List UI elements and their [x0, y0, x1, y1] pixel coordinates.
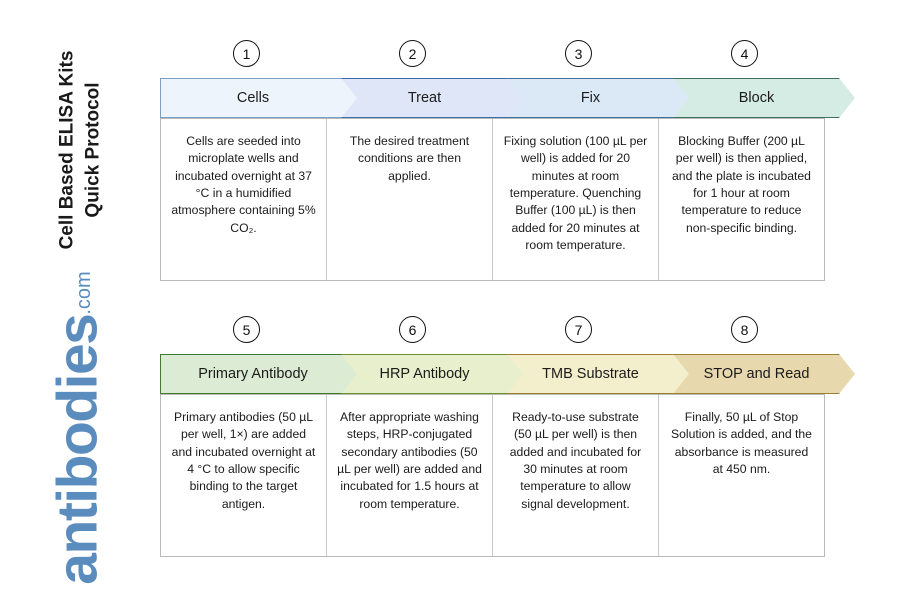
step-description-cell-4: Blocking Buffer (200 µL per well) is the…	[659, 119, 824, 280]
step-number-strip-2: 5 6 7 8	[160, 316, 840, 354]
step-number-5: 5	[233, 316, 260, 343]
step-chevron-label-4: Block	[738, 90, 775, 106]
brand-logo-wordmark: antibodies	[45, 314, 109, 585]
step-number-strip-1: 1 2 3 4	[160, 40, 840, 78]
step-description-text-7: Ready-to-use substrate (50 µL per well) …	[509, 410, 642, 511]
step-chevron-2[interactable]: Treat	[326, 78, 523, 118]
step-number-1: 1	[233, 40, 260, 67]
step-number-4: 4	[731, 40, 758, 67]
chevron-strip-1: Cells Treat Fix Block	[160, 78, 850, 118]
step-description-text-3: Fixing solution (100 µL per well) is add…	[503, 134, 648, 252]
step-number-8: 8	[731, 316, 758, 343]
step-description-cell-2: The desired treatment conditions are the…	[327, 119, 493, 280]
protocol-flow-row-1: 1 2 3 4 Cells Treat Fix Block Cells are seeded…	[160, 40, 850, 281]
step-chevron-label-7: TMB Substrate	[542, 366, 639, 382]
step-description-cell-7: Ready-to-use substrate (50 µL per well) …	[493, 395, 659, 556]
step-description-text-2: The desired treatment conditions are the…	[349, 134, 470, 183]
step-description-cell-3: Fixing solution (100 µL per well) is add…	[493, 119, 659, 280]
step-description-text-5: Primary antibodies (50 µL per well, 1×) …	[171, 410, 316, 511]
step-description-text-6: After appropriate washing steps, HRP-con…	[337, 410, 482, 511]
step-chevron-6[interactable]: HRP Antibody	[326, 354, 523, 394]
step-number-6: 6	[399, 316, 426, 343]
step-description-strip-1: Cells are seeded into microplate wells a…	[160, 118, 825, 281]
step-chevron-8[interactable]: STOP and Read	[658, 354, 855, 394]
protocol-flow-row-2: 5 6 7 8 Primary Antibody HRP Antibody TMB Sub…	[160, 316, 850, 557]
step-chevron-3[interactable]: Fix	[492, 78, 689, 118]
step-chevron-label-2: Treat	[407, 90, 442, 106]
step-description-cell-6: After appropriate washing steps, HRP-con…	[327, 395, 493, 556]
step-description-strip-2: Primary antibodies (50 µL per well, 1×) …	[160, 394, 825, 557]
step-chevron-5[interactable]: Primary Antibody	[160, 354, 357, 394]
step-description-text-4: Blocking Buffer (200 µL per well) is the…	[672, 134, 811, 235]
step-chevron-1[interactable]: Cells	[160, 78, 357, 118]
step-chevron-label-6: HRP Antibody	[379, 366, 470, 382]
page-title-line-1: Cell Based ELISA Kits	[56, 50, 78, 250]
step-number-3: 3	[565, 40, 592, 67]
step-chevron-7[interactable]: TMB Substrate	[492, 354, 689, 394]
chevron-strip-2: Primary Antibody HRP Antibody TMB Substrat…	[160, 354, 850, 394]
page-title-line-2: Quick Protocol	[82, 82, 103, 218]
brand-logo-tld: .com	[72, 271, 95, 315]
step-description-cell-1: Cells are seeded into microplate wells a…	[161, 119, 327, 280]
step-chevron-label-5: Primary Antibody	[198, 366, 308, 382]
step-description-cell-5: Primary antibodies (50 µL per well, 1×) …	[161, 395, 327, 556]
step-number-2: 2	[399, 40, 426, 67]
step-chevron-label-1: Cells	[236, 90, 270, 106]
step-number-7: 7	[565, 316, 592, 343]
step-chevron-label-3: Fix	[580, 90, 601, 106]
step-description-text-8: Finally, 50 µL of Stop Solution is added…	[671, 410, 812, 476]
step-chevron-4[interactable]: Block	[658, 78, 855, 118]
step-description-text-1: Cells are seeded into microplate wells a…	[171, 134, 316, 235]
brand-logo: antibodies.com	[0, 268, 160, 588]
step-chevron-label-8: STOP and Read	[703, 366, 810, 382]
page-title: Cell Based ELISA Kits Quick Protocol	[0, 0, 160, 300]
step-description-cell-8: Finally, 50 µL of Stop Solution is added…	[659, 395, 824, 556]
